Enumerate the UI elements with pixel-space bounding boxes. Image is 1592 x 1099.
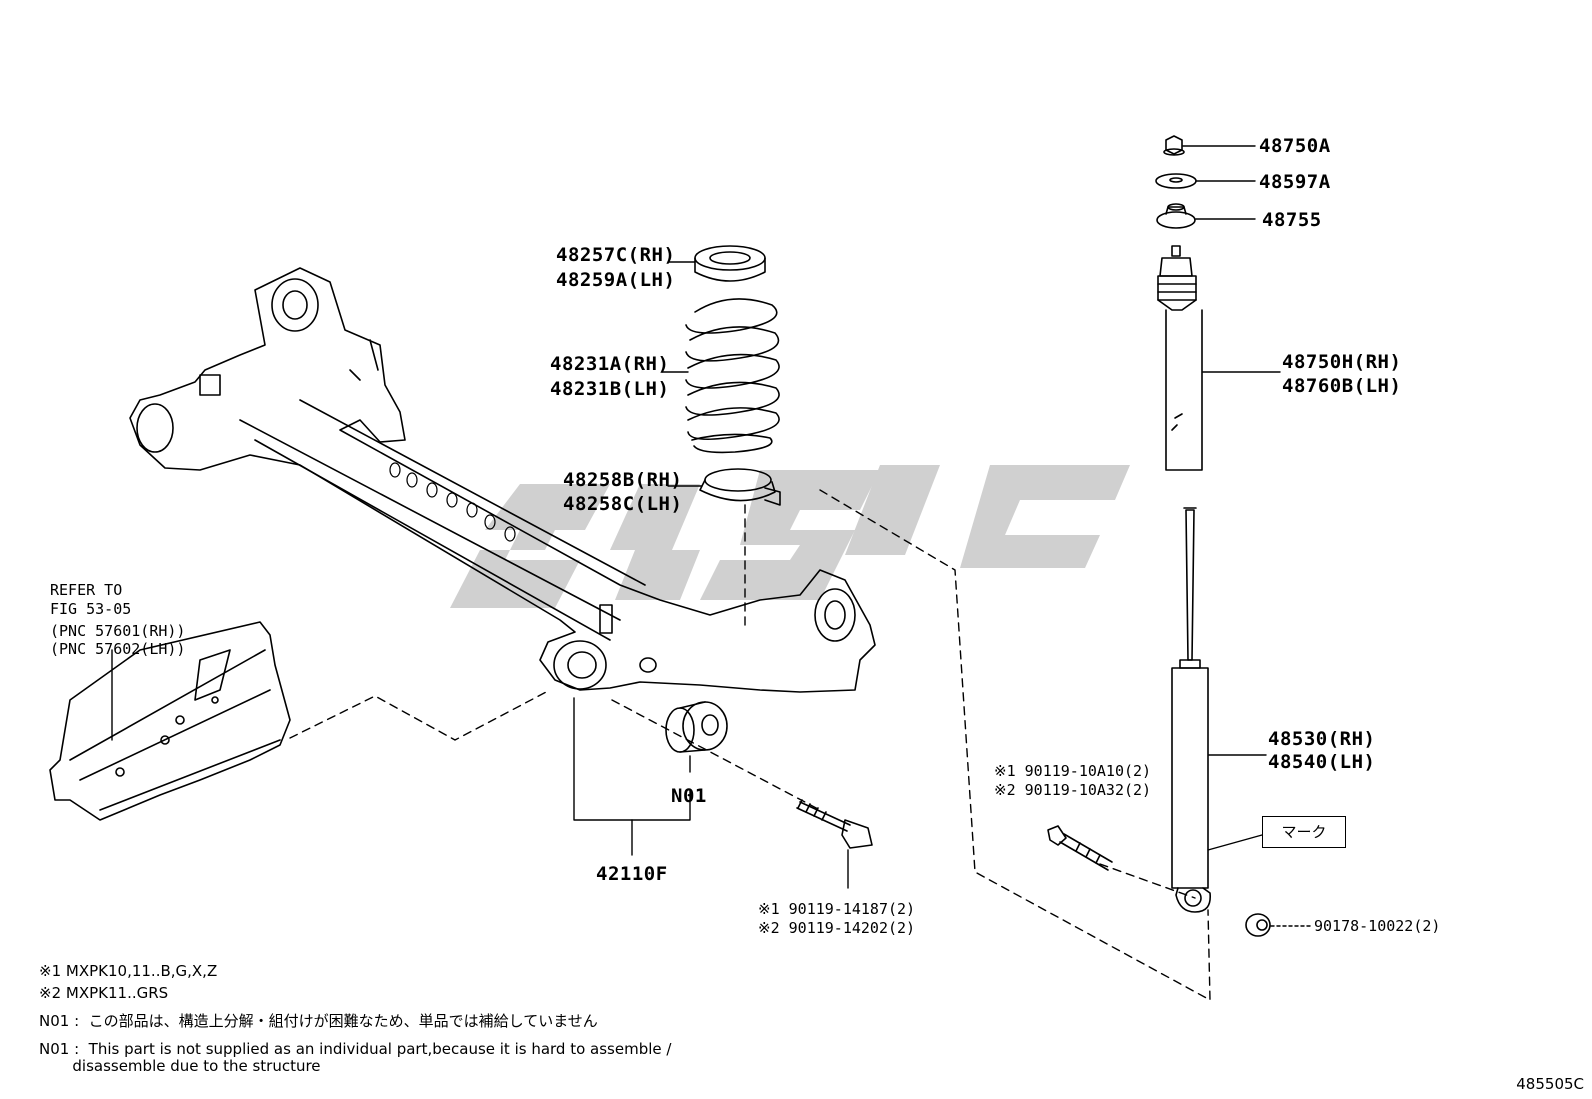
- label-48597a: 48597A: [1259, 171, 1331, 193]
- bushing-n01: [665, 701, 728, 753]
- assembly-dashed-lines: [289, 489, 1211, 1001]
- label-bolt-a1: ※1 90119-10A10(2): [994, 762, 1152, 780]
- watermark-logo: [450, 465, 1130, 608]
- refer-line-3: (PNC 57601(RH)): [50, 622, 186, 640]
- label-bracket-42110f: [573, 697, 691, 856]
- bushing-bolt: [796, 799, 873, 849]
- refer-line-2: FIG 53-05: [50, 600, 132, 618]
- upper-spring-insulator: [694, 245, 766, 282]
- top-nut-48750a: [1163, 135, 1185, 156]
- label-48231a: 48231A(RH): [550, 353, 670, 375]
- label-n01: N01: [671, 785, 707, 807]
- label-48755: 48755: [1262, 209, 1322, 231]
- support-cushion-48755: [1156, 203, 1196, 229]
- coil-spring: [685, 298, 780, 454]
- label-bolt-a2: ※2 90119-10A32(2): [994, 781, 1152, 799]
- label-48258b: 48258B(RH): [563, 469, 683, 491]
- label-48760b: 48760B(LH): [1282, 375, 1402, 397]
- label-48540: 48540(LH): [1268, 751, 1376, 773]
- refer-line-4: (PNC 57602(LH)): [50, 640, 186, 658]
- shock-absorber-48530: [1171, 507, 1212, 913]
- lower-spring-insulator: [699, 468, 781, 506]
- label-bolt-b1: ※1 90119-14187(2): [758, 900, 916, 918]
- label-48257c: 48257C(RH): [556, 244, 676, 266]
- shock-lower-nut: [1245, 913, 1271, 937]
- label-42110f: 42110F: [596, 863, 668, 885]
- footnote-n01-jp: N01 : この部品は、構造上分解・組付けが困難なため、単品では補給していません: [39, 1012, 598, 1030]
- label-bolt-b2: ※2 90119-14202(2): [758, 919, 916, 937]
- mark-label-box: マーク: [1262, 816, 1346, 848]
- label-48231b: 48231B(LH): [550, 378, 670, 400]
- label-48750a: 48750A: [1259, 135, 1331, 157]
- footnote-2: ※2 MXPK11..GRS: [39, 984, 169, 1002]
- refer-line-1: REFER TO: [50, 581, 123, 599]
- label-48750h: 48750H(RH): [1282, 351, 1402, 373]
- dust-boot-48750h: [1157, 245, 1203, 471]
- label-48258c: 48258C(LH): [563, 493, 683, 515]
- footnote-n01-en-1: N01 : This part is not supplied as an in…: [39, 1040, 672, 1058]
- axle-beam-42110f: [129, 267, 876, 693]
- label-48530: 48530(RH): [1268, 728, 1376, 750]
- footnote-n01-en-2: disassemble due to the structure: [39, 1057, 321, 1075]
- label-nut-90178: 90178-10022(2): [1314, 917, 1441, 935]
- figure-id: 485505C: [1516, 1075, 1584, 1093]
- body-bracket-reference: [49, 621, 291, 821]
- footnote-1: ※1 MXPK10,11..B,G,X,Z: [39, 962, 218, 980]
- label-48259a: 48259A(LH): [556, 269, 676, 291]
- shock-mount-bolt: [1047, 825, 1113, 871]
- washer-48597a: [1155, 173, 1197, 189]
